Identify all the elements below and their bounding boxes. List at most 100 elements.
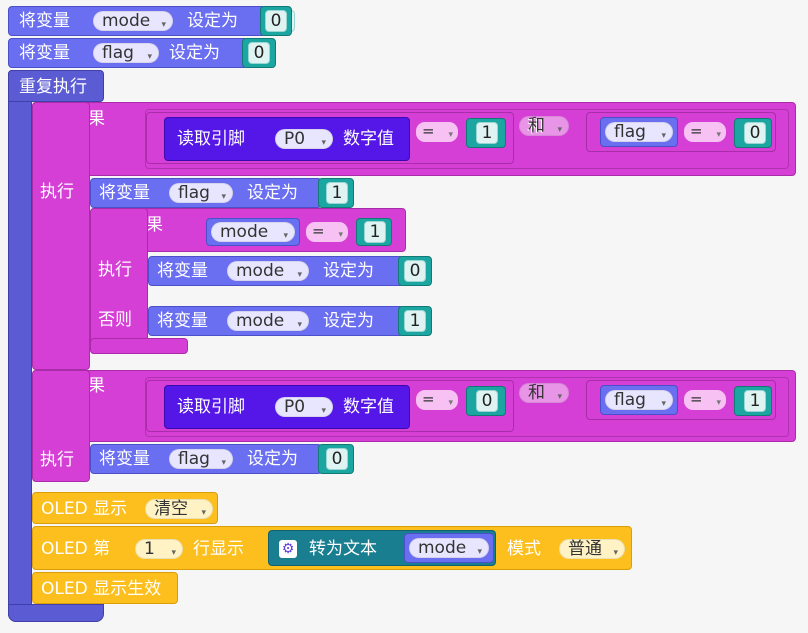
value-input[interactable]: 0 — [326, 448, 348, 470]
to-text-block[interactable]: ⚙ 转为文本 — [268, 530, 496, 566]
read-pin-label: 读取引脚 — [177, 397, 245, 417]
set-to-label: 设定为 — [323, 261, 374, 281]
and-dropdown[interactable]: 和▾ — [519, 383, 569, 403]
dropdown-arrow-icon: ▾ — [283, 231, 288, 241]
value-input[interactable]: 1 — [404, 310, 426, 332]
dropdown-arrow-icon: ▾ — [557, 125, 562, 135]
set-label: 将变量 — [157, 311, 208, 331]
dropdown-arrow-icon: ▾ — [321, 406, 326, 416]
value-input[interactable]: 0 — [476, 390, 498, 412]
mode-dropdown[interactable]: 普通▾ — [559, 539, 625, 559]
dropdown-arrow-icon: ▾ — [321, 138, 326, 148]
variable-block[interactable]: mode▾ — [404, 533, 494, 563]
repeat-header: 重复执行 — [8, 70, 104, 102]
dropdown-arrow-icon: ▾ — [221, 458, 226, 468]
dropdown-arrow-icon: ▾ — [448, 398, 453, 408]
variable-block[interactable]: mode▾ — [206, 218, 300, 246]
line-dropdown[interactable]: 1▾ — [135, 539, 183, 559]
value-input[interactable]: 0 — [404, 260, 426, 282]
value-input[interactable]: 1 — [326, 182, 348, 204]
and-condition-slot — [145, 109, 789, 169]
variable-dropdown[interactable]: mode▾ — [227, 261, 309, 281]
dropdown-arrow-icon: ▾ — [171, 548, 176, 558]
repeat-label: 重复执行 — [19, 77, 87, 97]
read-pin-label: 读取引脚 — [177, 129, 245, 149]
oled-clear-block[interactable]: OLED 显示 清空▾ — [32, 492, 218, 524]
if-block-2-left — [32, 370, 90, 482]
operator-dropdown[interactable]: =▾ — [684, 390, 726, 410]
operator-dropdown[interactable]: =▾ — [416, 122, 458, 142]
set-flag-block[interactable]: 将变量 flag▾ 设定为 — [90, 444, 322, 474]
dropdown-arrow-icon: ▾ — [161, 20, 166, 30]
dropdown-arrow-icon: ▾ — [201, 508, 206, 518]
operator-dropdown[interactable]: =▾ — [306, 222, 348, 242]
dropdown-arrow-icon: ▾ — [557, 392, 562, 402]
oled-line-label: OLED 第 — [41, 539, 111, 559]
variable-dropdown[interactable]: flag▾ — [169, 449, 233, 469]
value-input[interactable]: 0 — [265, 10, 287, 32]
do-label: 执行 — [40, 182, 74, 202]
set-label: 将变量 — [157, 261, 208, 281]
pin-dropdown[interactable]: P0▾ — [275, 129, 333, 149]
oled-apply-block[interactable]: OLED 显示生效 — [32, 572, 178, 604]
dropdown-arrow-icon: ▾ — [338, 230, 343, 240]
and-condition-slot — [145, 377, 789, 437]
variable-block[interactable]: flag▾ — [600, 117, 678, 147]
dropdown-arrow-icon: ▾ — [477, 547, 482, 557]
and-dropdown[interactable]: 和▾ — [519, 116, 569, 136]
dropdown-arrow-icon: ▾ — [716, 130, 721, 140]
set-label: 将变量 — [99, 449, 150, 469]
set-to-label: 设定为 — [247, 449, 298, 469]
set-flag-block[interactable]: 将变量 flag▾ 设定为 — [8, 38, 248, 68]
inner-if-left — [90, 208, 148, 354]
dropdown-arrow-icon: ▾ — [147, 52, 152, 62]
variable-dropdown[interactable]: mode▾ — [227, 311, 309, 331]
variable-dropdown[interactable]: flag▾ — [605, 390, 673, 410]
set-to-label: 设定为 — [247, 183, 298, 203]
operator-dropdown[interactable]: =▾ — [684, 122, 726, 142]
variable-block[interactable]: flag▾ — [600, 385, 678, 415]
value-input[interactable]: 0 — [744, 122, 766, 144]
line-display-label: 行显示 — [193, 539, 244, 559]
oled-option-dropdown[interactable]: 清空▾ — [145, 499, 213, 519]
variable-dropdown[interactable]: flag▾ — [169, 183, 233, 203]
repeat-forever-block[interactable] — [8, 70, 32, 622]
variable-dropdown[interactable]: mode▾ — [211, 222, 295, 242]
variable-dropdown[interactable]: mode▾ — [409, 538, 489, 558]
dropdown-arrow-icon: ▾ — [297, 320, 302, 330]
oled-apply-label: OLED 显示生效 — [41, 579, 162, 599]
digital-label: 数字值 — [343, 129, 394, 149]
dropdown-arrow-icon: ▾ — [716, 398, 721, 408]
else-label: 否则 — [98, 310, 132, 330]
variable-dropdown[interactable]: mode▾ — [93, 11, 173, 31]
dropdown-arrow-icon: ▾ — [221, 192, 226, 202]
repeat-footer — [8, 604, 104, 622]
dropdown-arrow-icon: ▾ — [661, 131, 666, 141]
dropdown-arrow-icon: ▾ — [613, 548, 618, 558]
set-to-label: 设定为 — [323, 311, 374, 331]
set-mode-block[interactable]: 将变量 mode▾ 设定为 0 — [8, 6, 295, 36]
mode-label: 模式 — [507, 539, 541, 559]
set-mode-block[interactable]: 将变量 mode▾ 设定为 — [148, 256, 404, 286]
read-pin-block[interactable]: 读取引脚 P0▾ 数字值 — [164, 117, 410, 161]
digital-label: 数字值 — [343, 397, 394, 417]
value-input[interactable]: 0 — [248, 42, 270, 64]
read-pin-block[interactable]: 读取引脚 P0▾ 数字值 — [164, 385, 410, 429]
value-input[interactable]: 1 — [744, 390, 766, 412]
pin-dropdown[interactable]: P0▾ — [275, 397, 333, 417]
gear-icon[interactable]: ⚙ — [279, 540, 297, 558]
set-mode-block[interactable]: 将变量 mode▾ 设定为 — [148, 306, 404, 336]
operator-dropdown[interactable]: =▾ — [416, 390, 458, 410]
do-label: 执行 — [98, 260, 132, 280]
value-input[interactable]: 1 — [364, 221, 386, 243]
if-block-1-left — [32, 102, 90, 370]
inner-if-bottom — [90, 338, 188, 354]
value-input[interactable]: 1 — [476, 122, 498, 144]
variable-dropdown[interactable]: flag▾ — [605, 122, 673, 142]
set-flag-block[interactable]: 将变量 flag▾ 设定为 — [90, 178, 322, 208]
variable-dropdown[interactable]: flag▾ — [93, 43, 159, 63]
dropdown-arrow-icon: ▾ — [448, 130, 453, 140]
oled-label: OLED 显示 — [41, 499, 128, 519]
set-to-label: 设定为 — [169, 43, 220, 63]
and-label: 和 — [527, 117, 544, 137]
